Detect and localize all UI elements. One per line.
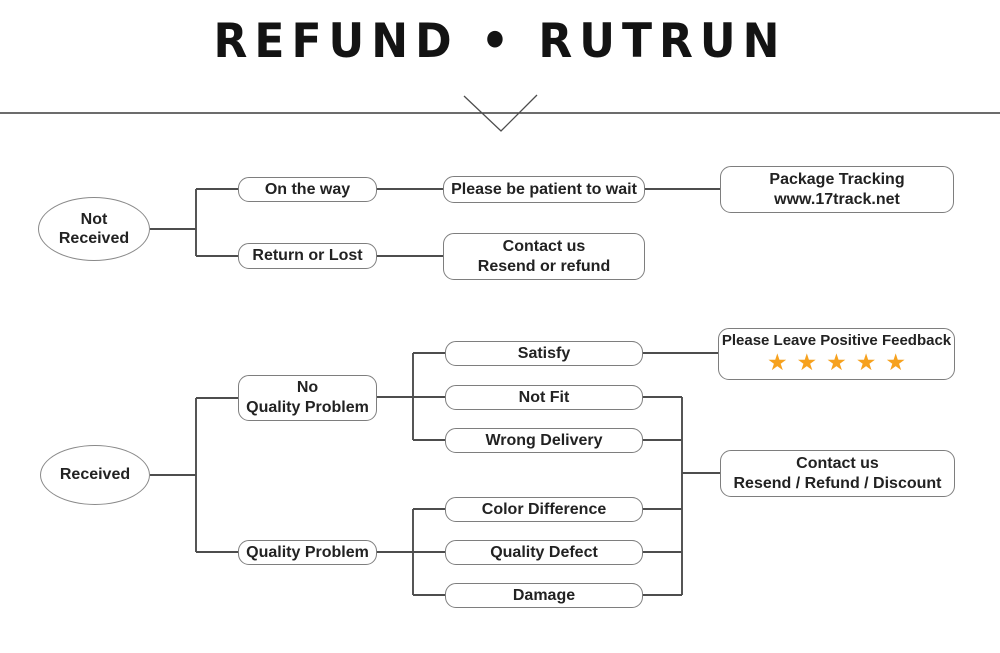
node-contact-resend-refund-discount: Contact us Resend / Refund / Discount [720,450,955,497]
node-quality-problem: Quality Problem [238,540,377,565]
node-color-difference: Color Difference [445,497,643,522]
chevron-down-icon [463,94,538,132]
page-title: REFUND • RUTRUN [213,13,787,70]
node-damage: Damage [445,583,643,608]
node-positive-feedback: Please Leave Positive Feedback ★★★★★ [718,328,955,380]
node-on-the-way: On the way [238,177,377,202]
node-wrong-delivery: Wrong Delivery [445,428,643,453]
node-quality-defect: Quality Defect [445,540,643,565]
node-not-fit: Not Fit [445,385,643,410]
node-package-tracking: Package Tracking www.17track.net [720,166,954,213]
node-not-received: Not Received [38,197,150,261]
node-return-or-lost: Return or Lost [238,243,377,269]
not-received-connectors [150,188,720,257]
node-satisfy: Satisfy [445,341,643,366]
node-please-be-patient: Please be patient to wait [443,176,645,203]
received-connectors [150,352,720,596]
node-no-quality-problem: No Quality Problem [238,375,377,421]
star-rating-icon: ★★★★★ [766,348,916,375]
node-contact-resend-refund: Contact us Resend or refund [443,233,645,280]
node-received: Received [40,445,150,505]
feedback-title: Please Leave Positive Feedback [721,332,952,349]
